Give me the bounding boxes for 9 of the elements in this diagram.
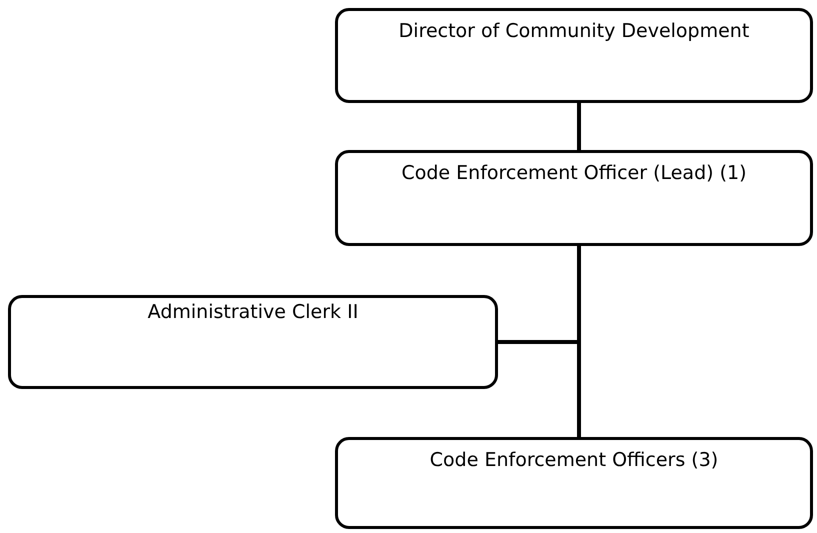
position-title: Director of Community Development	[398, 19, 750, 44]
connector-line	[577, 103, 581, 150]
position-title: Administrative Clerk II	[146, 300, 360, 325]
position-title: Code Enforcement Officer (Lead) (1)	[400, 161, 748, 186]
position-box	[335, 437, 813, 529]
position-title: Code Enforcement Officers (3)	[428, 448, 720, 473]
position-box	[335, 8, 813, 103]
position-box	[335, 150, 813, 246]
position-box	[8, 295, 498, 389]
